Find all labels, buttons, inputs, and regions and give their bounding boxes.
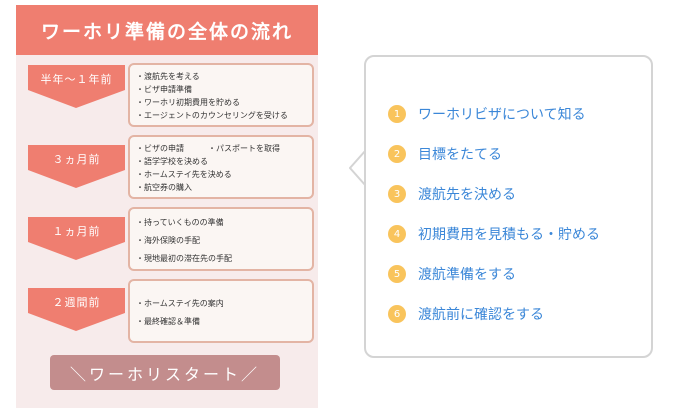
task-item: ・エージェントのカウンセリングを受ける bbox=[136, 111, 288, 120]
toc-link[interactable]: 渡航前に確認をする bbox=[418, 307, 544, 323]
task-item: ・ホームステイ先の案内 bbox=[136, 299, 224, 308]
task-item: ・最終確認＆準備 bbox=[136, 317, 200, 326]
toc-number: 3 bbox=[388, 185, 406, 203]
stage-period: 半年〜１年前 bbox=[40, 73, 113, 86]
infographic-title: ワーホリ準備の全体の流れ bbox=[16, 5, 318, 55]
stage-period: １ヵ月前 bbox=[52, 225, 101, 238]
task-item: ・航空券の購入 bbox=[136, 183, 192, 192]
toc-number: 2 bbox=[388, 145, 406, 163]
stage-arrow: １ヵ月前 bbox=[28, 217, 125, 260]
task-item: ・語学学校を決める bbox=[136, 157, 208, 166]
stage-task-card: ・持っていくものの準備 ・海外保険の手配 ・現地最初の滞在先の手配 bbox=[128, 207, 314, 271]
stage-period: ３ヵ月前 bbox=[52, 153, 101, 166]
table-of-contents: 1 ワーホリビザについて知る 2 目標をたてる 3 渡航先を決める 4 初期費用… bbox=[364, 55, 653, 358]
toc-link[interactable]: 初期費用を見積もる・貯める bbox=[418, 227, 600, 243]
toc-item-visa[interactable]: 1 ワーホリビザについて知る bbox=[388, 94, 600, 134]
task-item: ・持っていくものの準備 bbox=[136, 218, 224, 227]
toc-item-preparation[interactable]: 5 渡航準備をする bbox=[388, 254, 600, 294]
stage-arrow: ３ヵ月前 bbox=[28, 145, 125, 188]
start-banner: ＼ワーホリスタート／ bbox=[50, 355, 280, 390]
stage-period: ２週間前 bbox=[52, 296, 101, 309]
toc-link[interactable]: 渡航先を決める bbox=[418, 187, 516, 203]
task-item: ・ワーホリ初期費用を貯める bbox=[136, 98, 240, 107]
task-item: ・渡航先を考える bbox=[136, 72, 200, 81]
stage-arrow: 半年〜１年前 bbox=[28, 65, 125, 108]
toc-number: 5 bbox=[388, 265, 406, 283]
toc-number: 4 bbox=[388, 225, 406, 243]
stage-task-card: ・ホームステイ先の案内 ・最終確認＆準備 bbox=[128, 279, 314, 343]
toc-item-destination[interactable]: 3 渡航先を決める bbox=[388, 174, 600, 214]
toc-link[interactable]: 渡航準備をする bbox=[418, 267, 516, 283]
toc-item-budget[interactable]: 4 初期費用を見積もる・貯める bbox=[388, 214, 600, 254]
task-item: ・ビザの申請 ・パスポートを取得 bbox=[136, 144, 280, 153]
task-item: ・ホームステイ先を決める bbox=[136, 170, 232, 179]
toc-number: 6 bbox=[388, 305, 406, 323]
toc-item-final-check[interactable]: 6 渡航前に確認をする bbox=[388, 294, 600, 334]
task-item: ・海外保険の手配 bbox=[136, 236, 200, 245]
stage-arrow: ２週間前 bbox=[28, 288, 125, 331]
task-item: ・現地最初の滞在先の手配 bbox=[136, 254, 232, 263]
toc-link[interactable]: ワーホリビザについて知る bbox=[418, 107, 586, 123]
stage-task-card: ・渡航先を考える ・ビザ申請準備 ・ワーホリ初期費用を貯める ・エージェントのカ… bbox=[128, 63, 314, 127]
task-item: ・ビザ申請準備 bbox=[136, 85, 192, 94]
flow-infographic: ワーホリ準備の全体の流れ 半年〜１年前 ・渡航先を考える ・ビザ申請準備 ・ワー… bbox=[16, 5, 318, 408]
toc-item-goal[interactable]: 2 目標をたてる bbox=[388, 134, 600, 174]
stage-task-card: ・ビザの申請 ・パスポートを取得 ・語学学校を決める ・ホームステイ先を決める … bbox=[128, 135, 314, 199]
toc-number: 1 bbox=[388, 105, 406, 123]
toc-link[interactable]: 目標をたてる bbox=[418, 147, 502, 163]
